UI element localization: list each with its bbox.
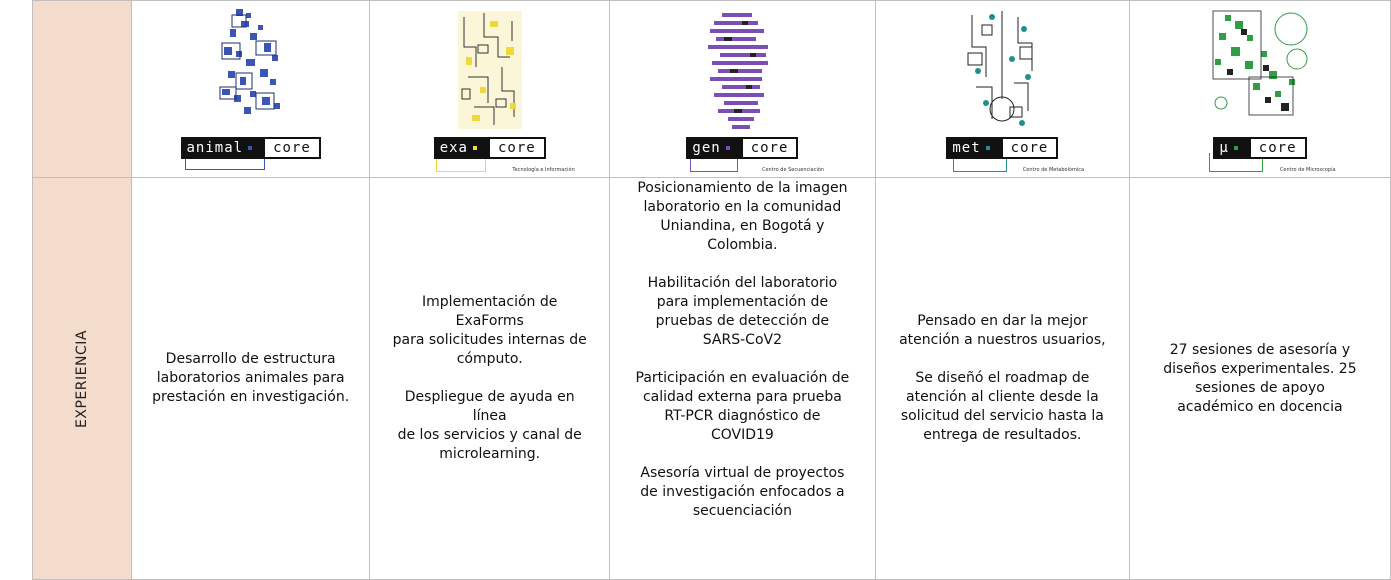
cell-paragraph: Despliegue de ayuda en línea de los serv… bbox=[397, 389, 582, 462]
micro-name: μ bbox=[1219, 140, 1229, 156]
animal-name: animal bbox=[186, 140, 244, 156]
cell-paragraph: 27 sesiones de asesoría y diseños experi… bbox=[1163, 341, 1357, 415]
row-label: EXPERIENCIA bbox=[73, 329, 90, 428]
met-core-logo: met core Centro de Metabolómica bbox=[876, 1, 1129, 177]
exa-pattern-icon bbox=[457, 11, 522, 129]
micro-core-logo: μ core Centro de Microscopía bbox=[1130, 1, 1390, 177]
gen-wordmark-name: gen bbox=[686, 137, 741, 159]
logo-cell-micro: μ core Centro de Microscopía bbox=[1128, 0, 1391, 178]
row-label-wrap: EXPERIENCIA bbox=[33, 178, 131, 579]
exa-wordmark-name: exa bbox=[433, 137, 488, 159]
exa-suffix: core bbox=[487, 137, 546, 159]
cell-paragraph: Implementación de ExaForms para solicitu… bbox=[392, 294, 587, 367]
exa-wordmark: exa core bbox=[370, 137, 609, 159]
animal-core-logo: animal core bbox=[132, 1, 370, 177]
animal-wordmark: animal core bbox=[132, 137, 370, 159]
cell-paragraph: Se diseñó el roadmap de atención al clie… bbox=[900, 370, 1104, 443]
micro-subtitle: Centro de Microscopía bbox=[1279, 167, 1336, 173]
met-dot-icon bbox=[985, 146, 990, 150]
logo-cell-gen: gen core Centro de Secuenciación bbox=[608, 0, 876, 178]
gen-core-logo: gen core Centro de Secuenciación bbox=[610, 1, 875, 177]
cell-paragraph: Habilitación del laboratorio para implem… bbox=[647, 275, 838, 348]
met-subtitle: Centro de Metabolómica bbox=[1022, 167, 1085, 173]
micro-dot-icon bbox=[1233, 146, 1238, 150]
exa-dot-icon bbox=[472, 146, 477, 150]
animal-frame bbox=[184, 153, 265, 170]
gen-name: gen bbox=[692, 140, 721, 156]
animal-suffix: core bbox=[263, 137, 321, 159]
experience-row: EXPERIENCIA Desarrollo de estructura lab… bbox=[32, 177, 1391, 580]
logo-cell-animal: animal core bbox=[130, 0, 371, 178]
micro-wordmark: μ core bbox=[1130, 137, 1390, 159]
met-suffix: core bbox=[1000, 137, 1059, 159]
tag-cell-top bbox=[32, 0, 132, 178]
met-pattern-icon bbox=[967, 11, 1033, 126]
experience-cell-micro: 27 sesiones de asesoría y diseños experi… bbox=[1128, 177, 1391, 580]
micro-pattern-icon bbox=[1212, 10, 1308, 116]
cell-paragraph: Asesoría virtual de proyectos de investi… bbox=[640, 465, 845, 519]
cell-paragraph: Pensado en dar la mejor atención a nuest… bbox=[899, 313, 1106, 348]
cell-paragraph: Participación en evaluación de calidad e… bbox=[635, 370, 850, 443]
exa-core-logo: exa core Tecnología e Información bbox=[370, 1, 609, 177]
exa-subtitle: Tecnología e Información bbox=[512, 167, 575, 173]
met-name: met bbox=[952, 140, 981, 156]
met-wordmark-name: met bbox=[946, 137, 1001, 159]
logo-cell-met: met core Centro de Metabolómica bbox=[874, 0, 1130, 178]
tag-cell: EXPERIENCIA bbox=[32, 177, 132, 580]
exa-name: exa bbox=[439, 140, 468, 156]
animal-dot-icon bbox=[248, 146, 253, 150]
experience-cell-animal: Desarrollo de estructura laboratorios an… bbox=[130, 177, 371, 580]
animal-wordmark-name: animal bbox=[180, 137, 264, 159]
met-frame bbox=[952, 151, 1007, 172]
exa-frame bbox=[436, 153, 487, 172]
cell-paragraph: Desarrollo de estructura laboratorios an… bbox=[152, 351, 350, 405]
experience-cell-met: Pensado en dar la mejor atención a nuest… bbox=[874, 177, 1130, 580]
gen-pattern-icon bbox=[708, 13, 769, 129]
met-wordmark: met core bbox=[876, 137, 1129, 159]
micro-wordmark-name: μ bbox=[1213, 137, 1249, 159]
experience-cell-gen: Posicionamiento de la imagen laboratorio… bbox=[608, 177, 876, 580]
micro-suffix: core bbox=[1248, 137, 1307, 159]
gen-subtitle: Centro de Secuenciación bbox=[761, 167, 825, 173]
experience-cell-exa: Implementación de ExaForms para solicitu… bbox=[369, 177, 610, 580]
gen-wordmark: gen core bbox=[610, 137, 875, 159]
gen-frame bbox=[689, 149, 738, 172]
animal-pattern-icon bbox=[219, 9, 280, 114]
gen-suffix: core bbox=[740, 137, 799, 159]
experience-table: animal core bbox=[32, 0, 1391, 580]
cell-paragraph: Posicionamiento de la imagen laboratorio… bbox=[637, 180, 848, 253]
logo-cell-exa: exa core Tecnología e Información bbox=[369, 0, 610, 178]
micro-frame bbox=[1208, 153, 1263, 172]
logo-row: animal core bbox=[32, 0, 1391, 178]
gen-dot-icon bbox=[725, 146, 730, 150]
